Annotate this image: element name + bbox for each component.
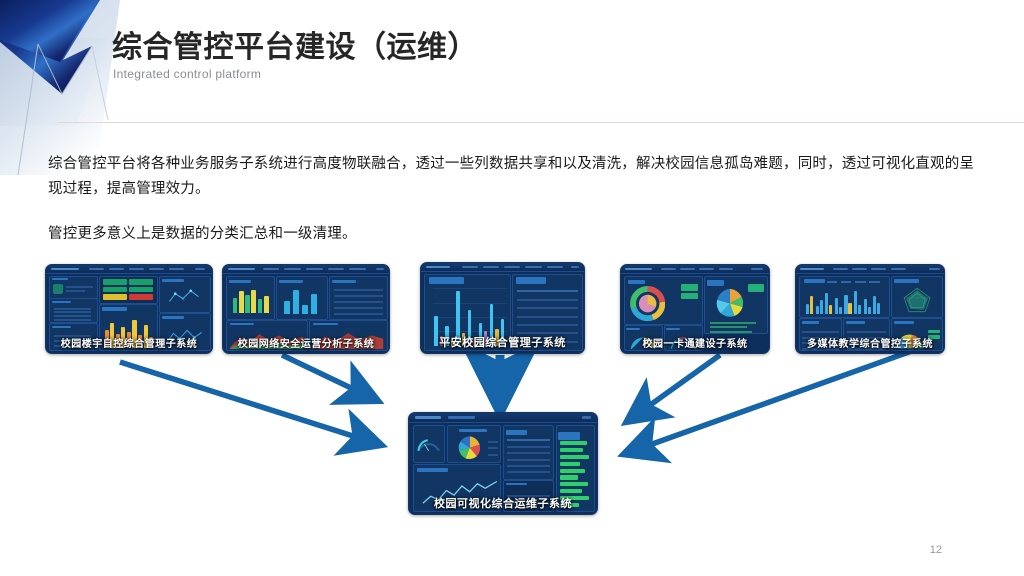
- dashboard-label-onecard: 校园一卡通建设子系统: [642, 339, 748, 350]
- thumb-topbar: [409, 413, 597, 424]
- thumb-topbar: [796, 265, 944, 274]
- thumb-topbar: [223, 265, 389, 274]
- body-copy: 综合管控平台将各种业务服务子系统进行高度物联融合，透过一些列数据共享和以及清洗，…: [48, 152, 978, 247]
- connector-multimedia-to-ops: [617, 345, 921, 464]
- paragraph-2: 管控更多意义上是数据的分类汇总和一级清理。: [48, 226, 357, 242]
- page-number: 12: [929, 544, 942, 556]
- dashboard-label-multimedia: 多媒体教学综合管控子系统: [807, 339, 933, 350]
- dashboard-label-netsec: 校园网络安全运营分析子系统: [237, 339, 375, 350]
- dashboard-thumbnail-multimedia[interactable]: 多媒体教学综合管控子系统: [795, 264, 945, 354]
- connector-onecard-to-ops: [620, 352, 722, 427]
- connector-netsec-to-ops: [280, 352, 385, 405]
- header-divider: [57, 122, 1024, 123]
- dashboard-thumbnail-building[interactable]: 校园楼宇自控综合管理子系统: [45, 264, 213, 354]
- dashboard-thumbnail-ops[interactable]: 校园可视化综合运维子系统: [408, 412, 598, 515]
- dashboard-thumbnail-onecard[interactable]: 校园一卡通建设子系统: [620, 264, 770, 354]
- connector-building-to-ops: [119, 359, 389, 456]
- page-subtitle: Integrated control platform: [113, 67, 262, 81]
- dashboard-label-ops: 校园可视化综合运维子系统: [434, 498, 572, 510]
- thumb-topbar: [46, 265, 212, 274]
- dashboard-thumbnail-safecampus[interactable]: 平安校园综合管理子系统: [420, 262, 585, 354]
- dashboard-label-safecampus: 平安校园综合管理子系统: [439, 337, 566, 349]
- page-title: 综合管控平台建设（运维）: [112, 31, 478, 64]
- paragraph-1: 综合管控平台将各种业务服务子系统进行高度物联融合，透过一些列数据共享和以及清洗，…: [48, 156, 975, 197]
- thumb-topbar: [621, 265, 769, 274]
- dashboard-label-building: 校园楼宇自控综合管理子系统: [60, 339, 198, 350]
- dashboard-thumbnail-netsec[interactable]: 校园网络安全运营分析子系统: [222, 264, 390, 354]
- thumb-topbar: [421, 263, 584, 273]
